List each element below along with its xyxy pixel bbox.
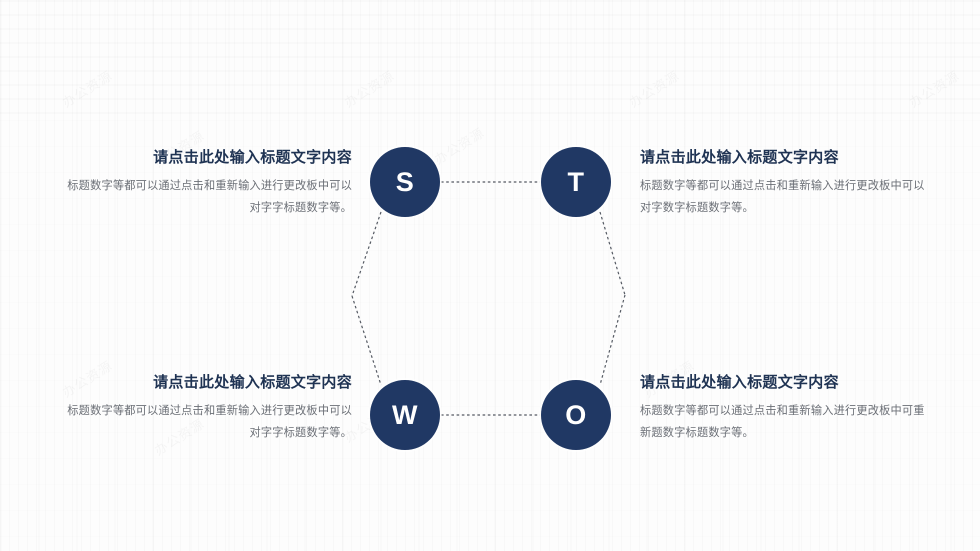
text-block-title[interactable]: 请点击此处输入标题文字内容 xyxy=(153,149,352,166)
background-horizontal-bands-top xyxy=(0,0,980,120)
connector-left-vertex-to-w xyxy=(351,295,382,386)
swot-node-threats[interactable]: T xyxy=(541,147,611,217)
connector-t-to-right-vertex xyxy=(599,211,626,296)
text-block-top-left[interactable]: 请点击此处输入标题文字内容 标题数字等都可以通过点击和重新输入进行更改板中可以对… xyxy=(62,148,352,219)
text-block-body[interactable]: 标题数字等都可以通过点击和重新输入进行更改板中可以对字字标题数字等。 xyxy=(67,405,352,439)
text-block-title[interactable]: 请点击此处输入标题文字内容 xyxy=(153,374,352,391)
swot-node-letter: T xyxy=(567,166,585,197)
text-block-bottom-left[interactable]: 请点击此处输入标题文字内容 标题数字等都可以通过点击和重新输入进行更改板中可以对… xyxy=(62,373,352,444)
connector-s-to-left-vertex xyxy=(351,211,382,297)
swot-node-strengths[interactable]: S xyxy=(370,147,440,217)
swot-node-opportunities[interactable]: O xyxy=(541,380,611,450)
connector-right-vertex-to-o xyxy=(599,294,626,386)
text-block-top-right[interactable]: 请点击此处输入标题文字内容 标题数字等都可以通过点击和重新输入进行更改板中可以对… xyxy=(640,148,930,219)
text-block-title[interactable]: 请点击此处输入标题文字内容 xyxy=(640,149,839,166)
swot-node-letter: W xyxy=(392,399,418,430)
text-block-bottom-right[interactable]: 请点击此处输入标题文字内容 标题数字等都可以通过点击和重新输入进行更改板中可重新… xyxy=(640,373,930,444)
text-block-title[interactable]: 请点击此处输入标题文字内容 xyxy=(640,374,839,391)
swot-node-letter: O xyxy=(565,399,587,430)
text-block-body[interactable]: 标题数字等都可以通过点击和重新输入进行更改板中可以对字字标题数字等。 xyxy=(67,180,352,214)
watermark: 办公资源 xyxy=(625,65,683,111)
watermark: 办公资源 xyxy=(430,122,488,168)
text-block-body[interactable]: 标题数字等都可以通过点击和重新输入进行更改板中可以对字数字标题数字等。 xyxy=(640,180,925,214)
text-block-body[interactable]: 标题数字等都可以通过点击和重新输入进行更改板中可重新题数字标题数字等。 xyxy=(640,405,925,439)
swot-node-weaknesses[interactable]: W xyxy=(370,380,440,450)
swot-node-letter: S xyxy=(395,166,415,197)
watermark: 办公资源 xyxy=(905,65,963,111)
watermark: 办公资源 xyxy=(58,65,116,111)
watermark: 办公资源 xyxy=(340,65,398,111)
